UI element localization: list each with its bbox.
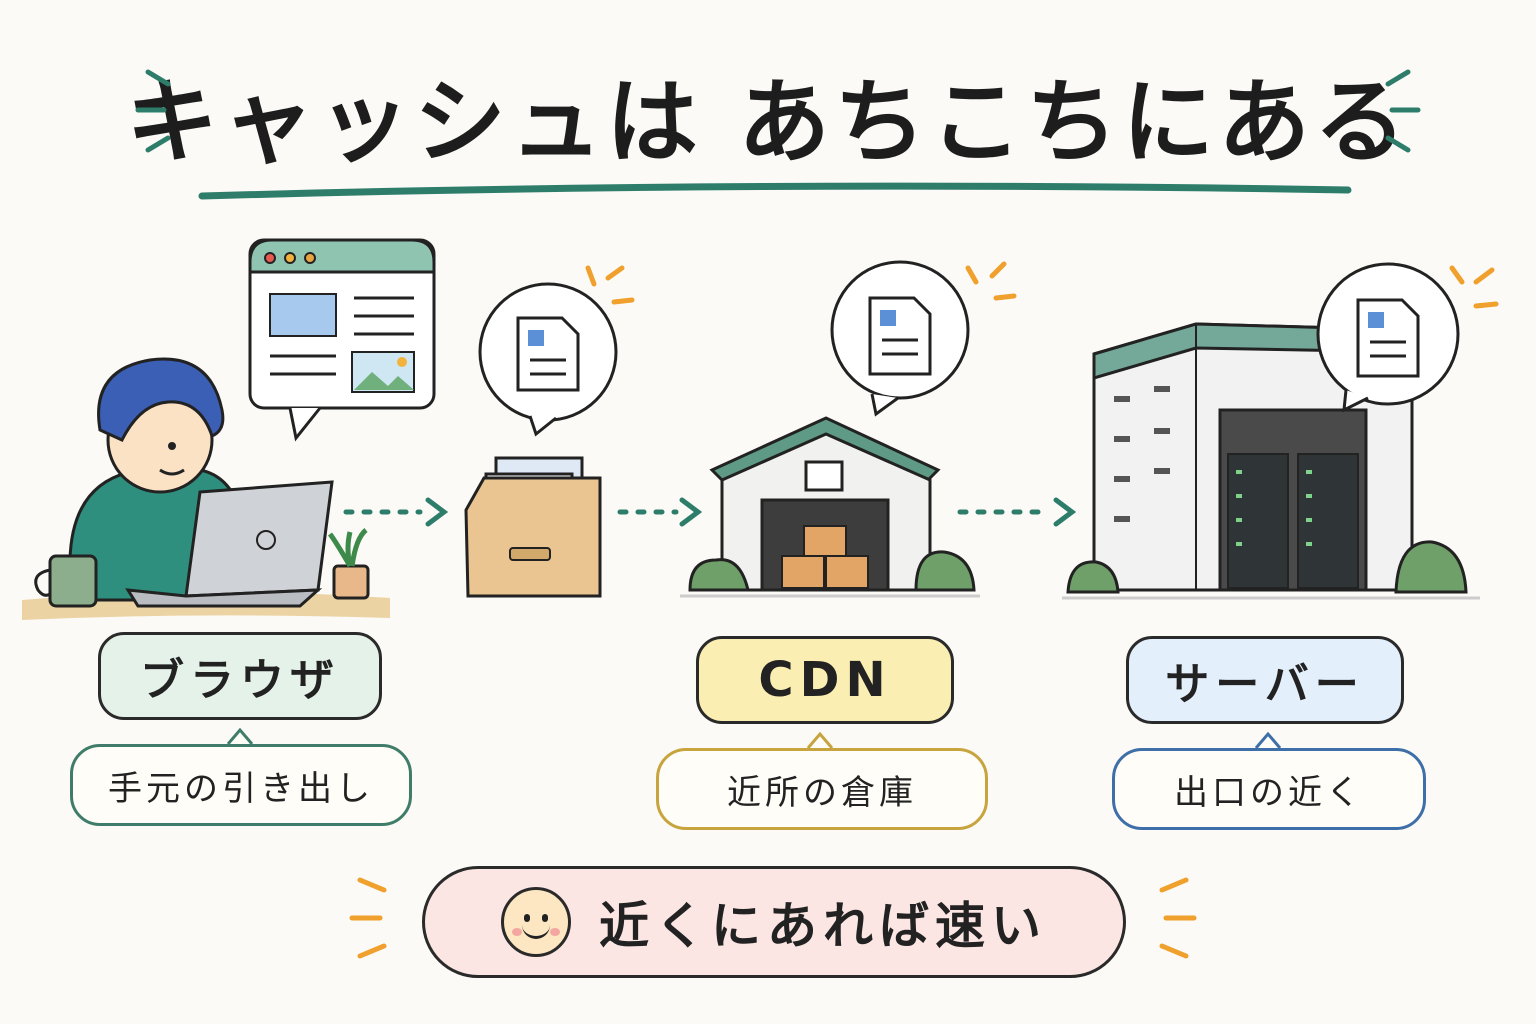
laptop-icon (125, 480, 334, 608)
server-document-bubble (1316, 262, 1499, 413)
summary-text: 近くにあれば速い (599, 897, 1047, 955)
page-title: キャッシュは あちこちにある (125, 69, 1411, 176)
file-drawer-icon (464, 456, 602, 598)
caret-server (1254, 731, 1282, 749)
browser-window-icon (248, 238, 436, 442)
arrow-cdn-to-server (957, 497, 1077, 527)
summary-sparkle-left (349, 877, 387, 959)
caret-browser (226, 727, 254, 745)
smiley-icon (501, 887, 571, 957)
sublabel-browser: 手元の引き出し (70, 744, 412, 826)
label-server: サーバー (1126, 636, 1404, 724)
cdn-document-bubble (830, 260, 1017, 417)
label-browser: ブラウザ (98, 632, 382, 720)
sublabel-cdn: 近所の倉庫 (656, 748, 988, 830)
caret-cdn (806, 731, 834, 749)
title-sparkle-right (1385, 69, 1421, 153)
title-sparkle-left (135, 69, 171, 153)
title-underline (198, 182, 1352, 200)
warehouse-icon (680, 416, 980, 598)
data-center-icon (1062, 322, 1480, 600)
arrow-browser-to-drawer (343, 497, 449, 527)
arrow-drawer-to-cdn (617, 497, 703, 527)
summary-pill: 近くにあれば速い (422, 866, 1126, 978)
sublabel-server: 出口の近く (1112, 748, 1426, 830)
summary-sparkle-right (1159, 877, 1197, 959)
drawer-document-bubble (478, 265, 635, 437)
plant-icon (327, 528, 370, 600)
mug-icon (34, 554, 98, 608)
label-cdn: CDN (696, 636, 954, 724)
